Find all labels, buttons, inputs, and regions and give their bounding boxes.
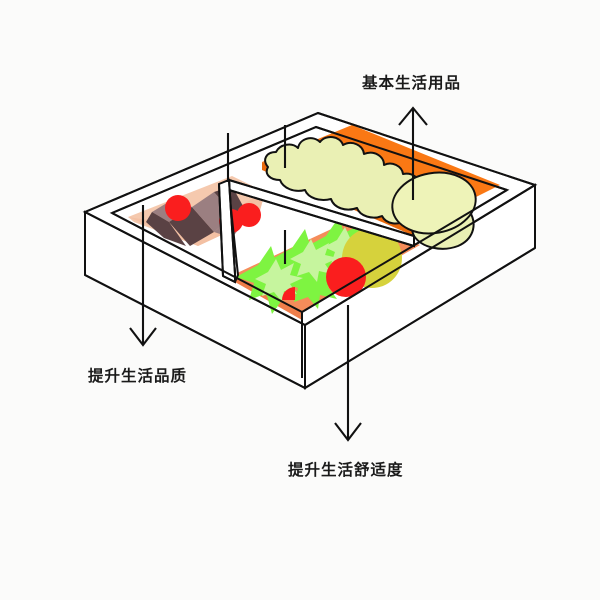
label-life-quality: 提升生活品质 [88, 366, 187, 385]
bottom-edge-left [84, 274, 306, 389]
arrow-up-basic-necessities [398, 106, 428, 200]
rim-edge-back-left [84, 112, 319, 213]
cherry-tomato-left-3 [237, 203, 261, 227]
cherry-tomato-front-1 [326, 257, 366, 297]
rim-inner-back-right [315, 126, 508, 191]
rim-edge-front-right [304, 184, 536, 326]
divider-line-mid-front [222, 275, 236, 283]
green-vegetable-tip [266, 292, 282, 314]
rim-edge-back-right [317, 112, 536, 186]
divider-line-back-top [228, 179, 415, 237]
rim-inner-front-right [301, 189, 508, 313]
divider-line-mid [228, 179, 236, 275]
label-basic-necessities: 基本生活用品 [361, 73, 461, 92]
green-vegetable-highlight-2 [290, 239, 338, 282]
divider-line-mid-2 [218, 183, 224, 277]
label-life-comfort: 提升生活舒适度 [288, 460, 404, 479]
divider-line-back-bottom [228, 189, 415, 247]
arrow-down-life-comfort [334, 305, 362, 442]
cherry-tomato-left-1 [165, 195, 191, 221]
arrow-down-life-quality [129, 205, 157, 347]
rim-edge-front-left [84, 211, 306, 326]
cherry-tomato-front-2 [282, 287, 295, 300]
bottom-edge-right [304, 247, 536, 389]
food-back-lettuce-group [264, 136, 477, 250]
meat-slab-dark-1 [146, 212, 186, 246]
rim-inner-back-left [111, 126, 317, 214]
food-front-greens-group [236, 217, 402, 314]
